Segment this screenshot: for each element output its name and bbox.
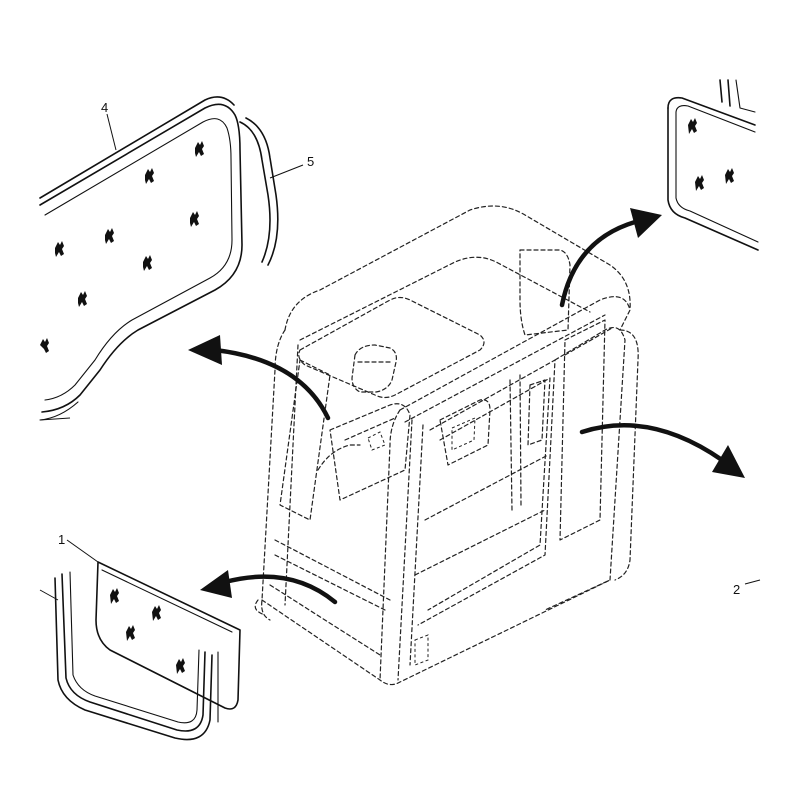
arrow-to-part-2 <box>579 423 745 478</box>
callout-leaders <box>39 113 761 601</box>
arrow-to-rear-window <box>559 208 662 308</box>
part-4-side-glass <box>39 96 243 421</box>
callout-part-2: 2 <box>733 582 740 597</box>
part-5-seal-strip <box>239 117 279 266</box>
arrow-to-part-4 <box>188 335 331 421</box>
glass-reflection-marks <box>40 141 204 353</box>
part-1-lower-glass <box>54 561 241 741</box>
callout-part-5: 5 <box>307 154 314 169</box>
operator-cab <box>254 205 639 686</box>
assembly-arrows <box>188 208 745 605</box>
callout-part-4: 4 <box>101 100 108 115</box>
lower-glass-reflection-marks <box>110 588 185 674</box>
callout-part-1: 1 <box>58 532 65 547</box>
arrow-to-part-1 <box>200 570 338 605</box>
rear-window-glass <box>667 79 759 251</box>
rear-glass-reflection-marks <box>688 118 734 191</box>
